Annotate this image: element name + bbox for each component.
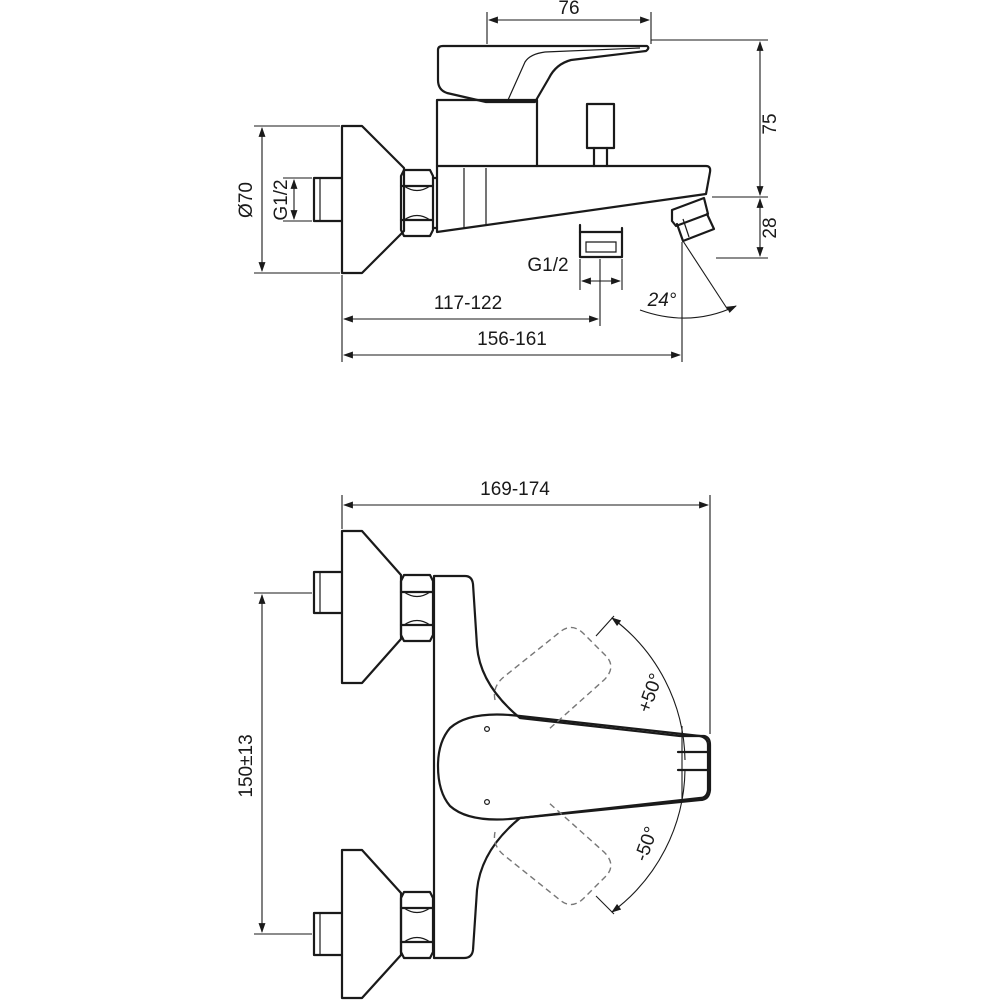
cartridge-housing [435,98,539,168]
dim-117-122-label: 117-122 [434,293,502,314]
lever-rivet-top [484,725,491,732]
dim-inlet-thread-label: G1/2 [271,179,292,220]
dim-outlet-thread-label: G1/2 [527,255,568,276]
dim-169-174-label: 169-174 [480,479,550,500]
dim-76: 76 [486,0,652,44]
dim-156-161: 156-161 [343,242,683,362]
dim-lever-minus-label: -50° [631,824,663,864]
dim-flange-diameter: Ø70 [236,125,340,274]
lower-wall-flange [340,848,403,1000]
dim-outlet-angle-label: 24° [647,290,677,311]
dim-117-122: 117-122 [341,259,601,362]
lower-inlet-pipe [312,911,344,957]
lever-rivet-bottom [484,798,491,805]
hex-nut [399,168,435,238]
shower-outlet [578,230,624,259]
upper-inlet-pipe [312,570,344,615]
dim-lever-plus-angle: +50° [595,615,686,761]
top-mixer-body [432,574,712,960]
upper-wall-flange [340,529,403,685]
dim-outlet-thread: G1/2 [527,255,623,290]
dim-156-161-label: 156-161 [477,329,547,350]
dim-150-13: 150±13 [236,592,312,935]
lever-position-plus [493,626,612,731]
mixer-body [435,164,712,234]
dim-inlet-thread: G1/2 [271,177,312,222]
dim-lever-minus-angle: -50° [595,769,686,915]
side-view: 76 75 28 Ø70 G1/2 [236,0,781,362]
top-view: +50° -50° 169-174 150±13 [236,479,712,1000]
upper-hex-nut [399,573,435,643]
dim-169-174: 169-174 [341,479,711,734]
lower-hex-nut [399,890,435,960]
lever-handle [436,44,650,104]
dim-76-label: 76 [558,0,579,19]
wall-flange [340,124,406,275]
spout-aerator [670,196,710,228]
top-lever-handle [436,713,710,821]
dim-75-label: 75 [760,113,781,134]
inlet-pipe [312,176,344,223]
lever-position-minus [493,801,612,906]
dim-lever-plus-label: +50° [634,671,667,716]
dim-75: 75 [651,39,781,198]
dim-outlet-angle: 24° [639,240,737,319]
dim-28-label: 28 [760,217,781,238]
dim-28: 28 [716,198,781,259]
diverter-knob [585,102,616,150]
dim-flange-diameter-label: Ø70 [236,182,257,218]
dim-150-13-label: 150±13 [236,734,257,797]
